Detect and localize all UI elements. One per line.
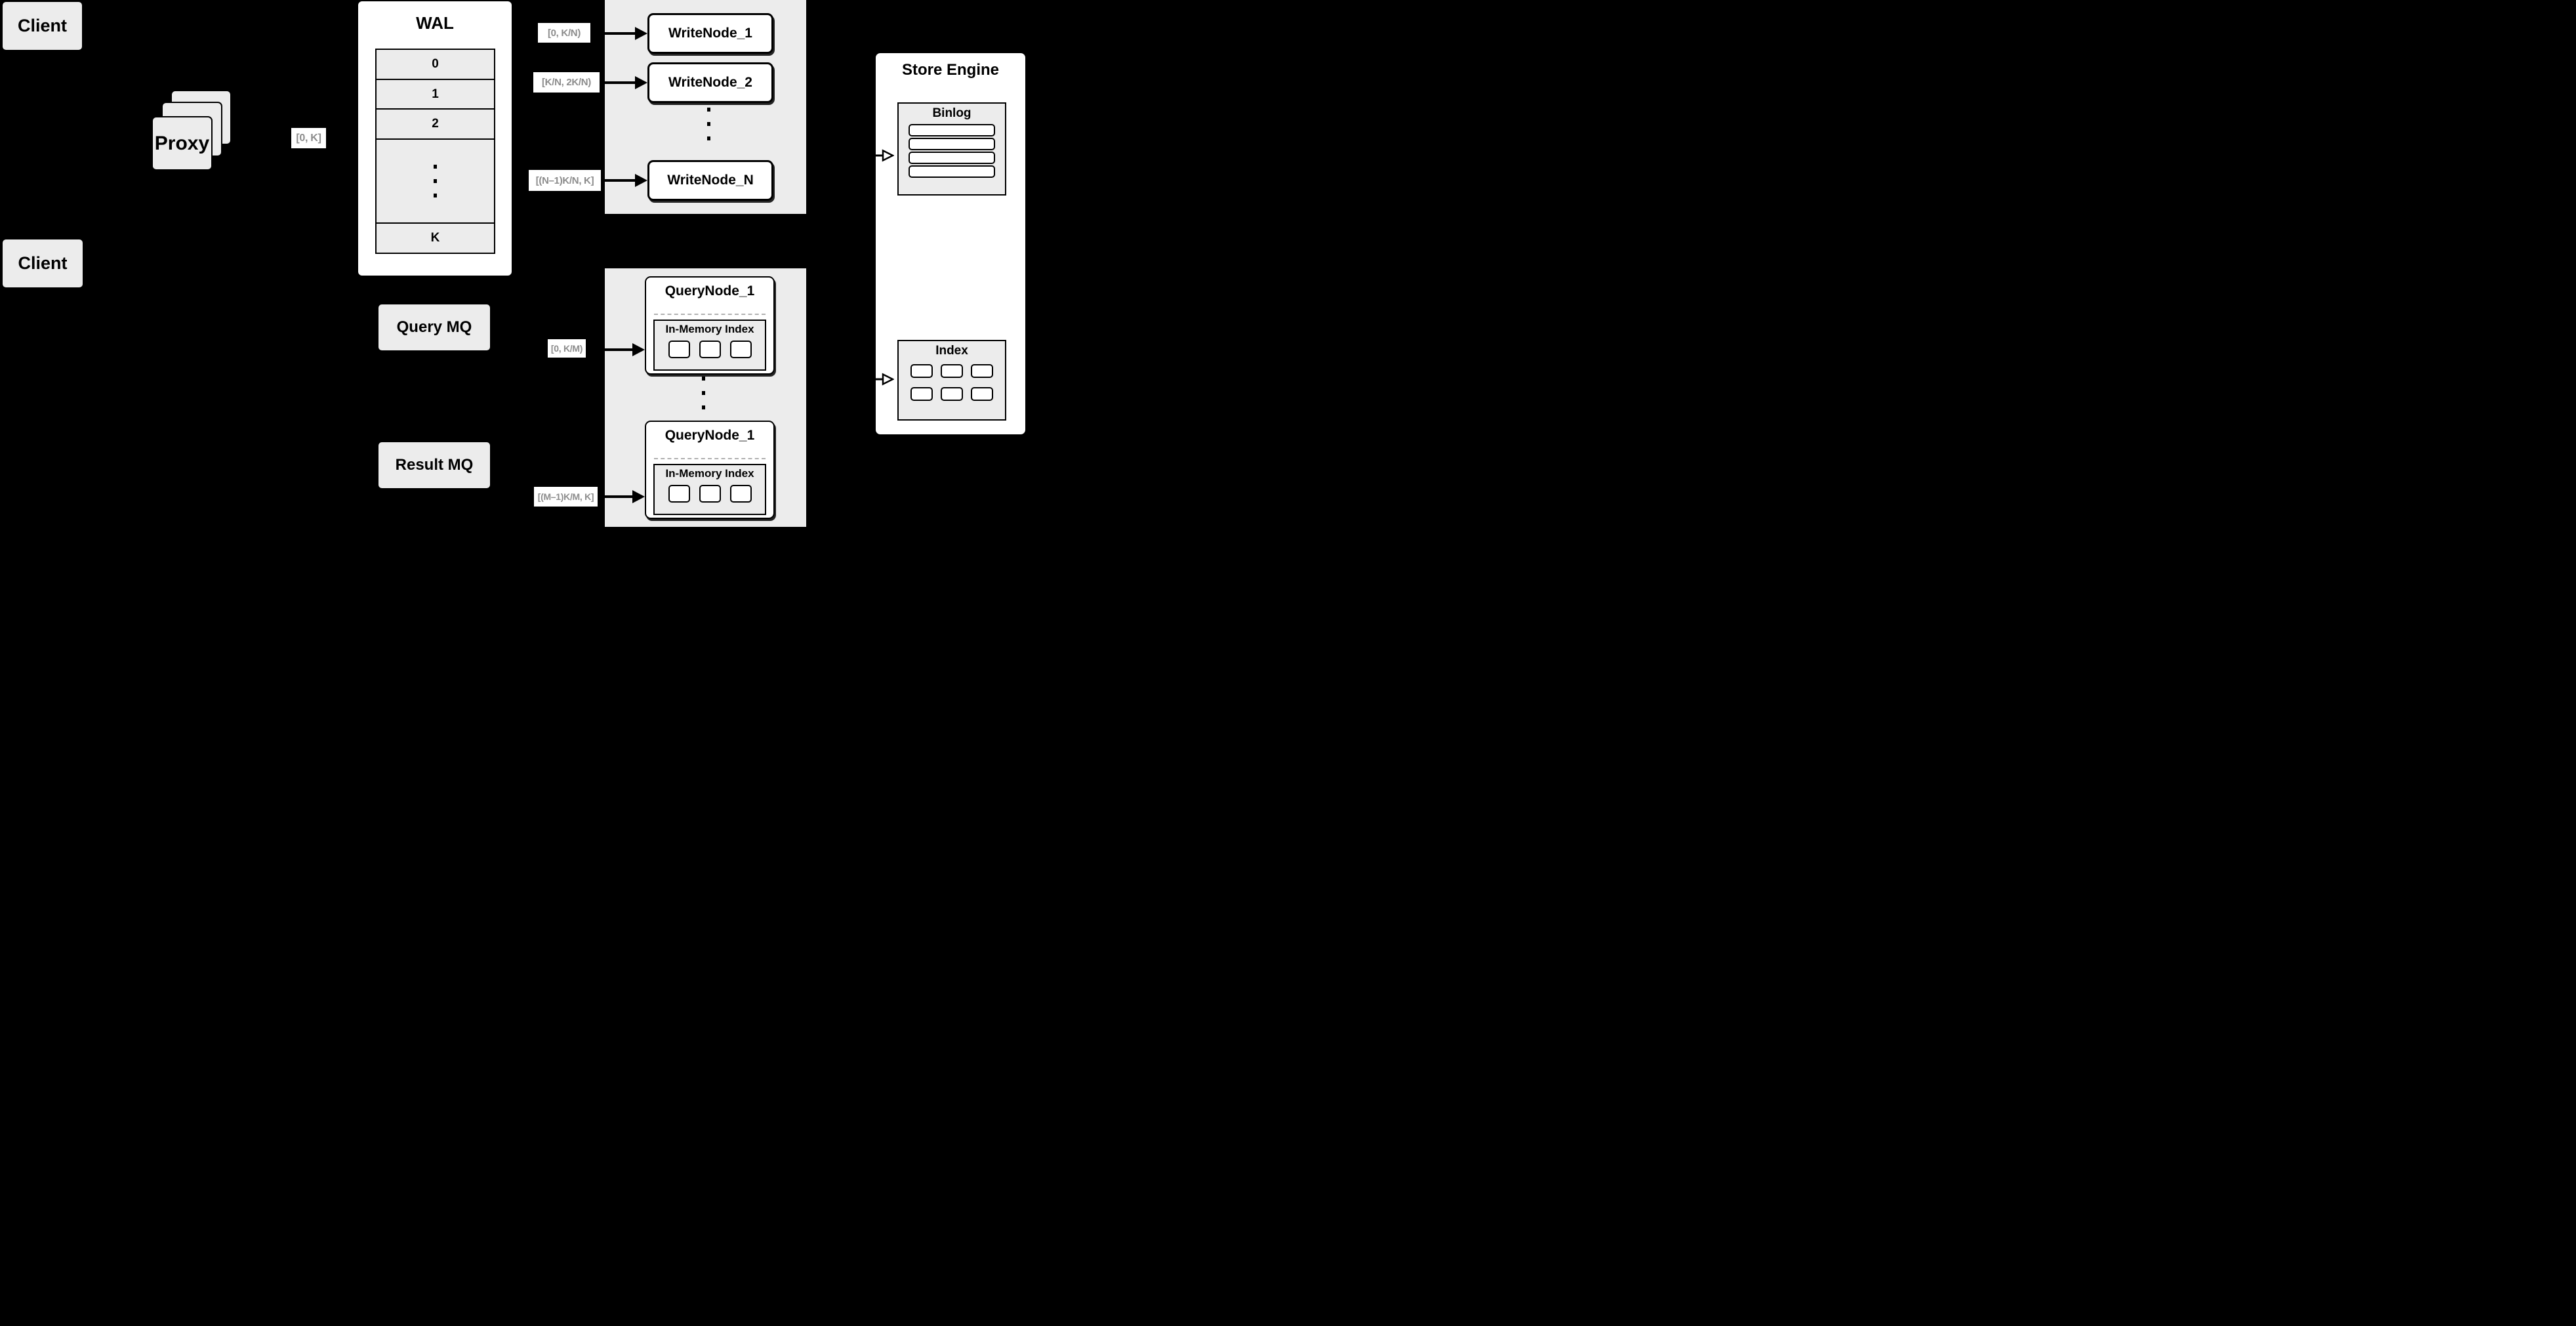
index-cell [910,364,933,378]
range-label-write-n: [(N–1)K/N, K] [529,170,601,191]
client-top-box: Client [3,2,82,50]
arrow-to-query-node-top [586,343,645,356]
write-node-2-label: WriteNode_2 [668,75,752,90]
query-node-title: QueryNode_1 [664,428,755,443]
ellipsis-dot [434,179,437,183]
range-label-write-2: [K/N, 2K/N) [533,72,600,93]
index-cell [941,387,963,401]
arrow-shaft [598,495,632,498]
in-memory-index-title: In-Memory Index [665,467,754,480]
architecture-diagram: Client Client Proxy [0, K] WAL 0 1 2 K W… [0,0,1031,530]
proxy-label: Proxy [154,132,210,154]
index-cell [941,364,963,378]
binlog-entries [899,124,1005,178]
open-arrow-to-index-icon [872,373,894,386]
memory-segment-cell [729,485,752,503]
index-cell [910,387,933,401]
write-node-n-label: WriteNode_N [667,173,754,188]
wal-ellipsis-dots [377,140,494,224]
store-engine-box: Store Engine Binlog Index [874,51,1027,436]
arrowhead-icon [632,343,645,356]
proxy-layer-front: Proxy [152,116,213,171]
in-memory-index-title: In-Memory Index [665,323,754,335]
range-label-query-m: [(M–1)K/M, K] [534,487,598,507]
wal-title: WAL [416,13,454,33]
query-mq-label: Query MQ [396,318,472,336]
dashed-separator [654,458,766,459]
write-node-2: WriteNode_2 [647,62,773,103]
memory-segment-cell [699,341,721,358]
client-bottom-label: Client [18,253,68,273]
arrowhead-icon [635,76,647,89]
wal-segment-row: 0 [377,50,494,80]
index-box: Index [897,340,1006,421]
open-arrow-to-binlog-icon [872,149,894,162]
arrow-shaft [586,348,632,351]
memory-segment-cell [668,485,690,503]
binlog-entry-bar [909,138,995,150]
arrowhead-icon [635,27,647,40]
in-memory-index-box: In-Memory Index [653,464,766,515]
memory-segment-cell [668,341,690,358]
memory-segment-cell [699,485,721,503]
store-engine-title: Store Engine [901,61,1000,79]
ellipsis-dot [434,165,437,169]
binlog-title: Binlog [932,106,971,120]
write-node-n: WriteNode_N [647,160,773,201]
client-top-label: Client [17,16,67,35]
index-title: Index [935,344,968,358]
arrow-to-write-node-1 [591,27,647,40]
memory-segments [655,341,765,358]
ellipsis-dot [434,194,437,197]
range-label-query-1: [0, K/M) [548,339,586,358]
arrow-to-write-node-2 [600,76,647,89]
arrow-shaft [591,32,635,35]
wal-segment-row: 1 [377,80,494,110]
ellipsis-dot [702,405,705,409]
in-memory-index-box: In-Memory Index [653,320,766,371]
range-label-write-1: [0, K/N) [538,23,590,43]
arrow-shaft [602,179,635,182]
wal-segment-row: K [377,224,494,253]
arrow-shaft [600,81,635,84]
index-cells [899,364,1005,401]
index-cell [971,387,993,401]
dashed-separator [654,314,766,315]
ellipsis-dot [702,377,705,381]
binlog-entry-bar [909,152,995,164]
binlog-entry-bar [909,124,995,136]
arrowhead-icon [632,490,645,503]
query-node-top: QueryNode_1 In-Memory Index [645,276,775,375]
wal-box: WAL 0 1 2 K [358,1,512,276]
client-bottom-box: Client [3,239,83,287]
binlog-entry-bar [909,165,995,178]
query-cluster-ellipsis-dots [702,377,705,409]
wal-segment-row: 2 [377,110,494,140]
result-mq-box: Result MQ [378,442,490,488]
write-cluster-ellipsis-dots [707,108,710,140]
query-node-title: QueryNode_1 [664,283,755,299]
write-node-1-label: WriteNode_1 [668,26,752,41]
binlog-box: Binlog [897,102,1006,196]
range-label-proxy-to-wal: [0, K] [291,128,326,148]
memory-segments [655,485,765,503]
index-cell [971,364,993,378]
memory-segment-cell [729,341,752,358]
arrow-to-write-node-n [602,174,647,187]
write-node-1: WriteNode_1 [647,13,773,54]
query-mq-box: Query MQ [378,304,490,350]
arrowhead-icon [635,174,647,187]
query-node-bottom: QueryNode_1 In-Memory Index [645,421,775,519]
arrow-to-query-node-bottom [598,490,645,503]
wal-segment-table: 0 1 2 K [375,49,495,254]
ellipsis-dot [707,122,710,126]
result-mq-label: Result MQ [395,456,474,474]
ellipsis-dot [707,136,710,140]
ellipsis-dot [702,391,705,395]
ellipsis-dot [707,108,710,112]
